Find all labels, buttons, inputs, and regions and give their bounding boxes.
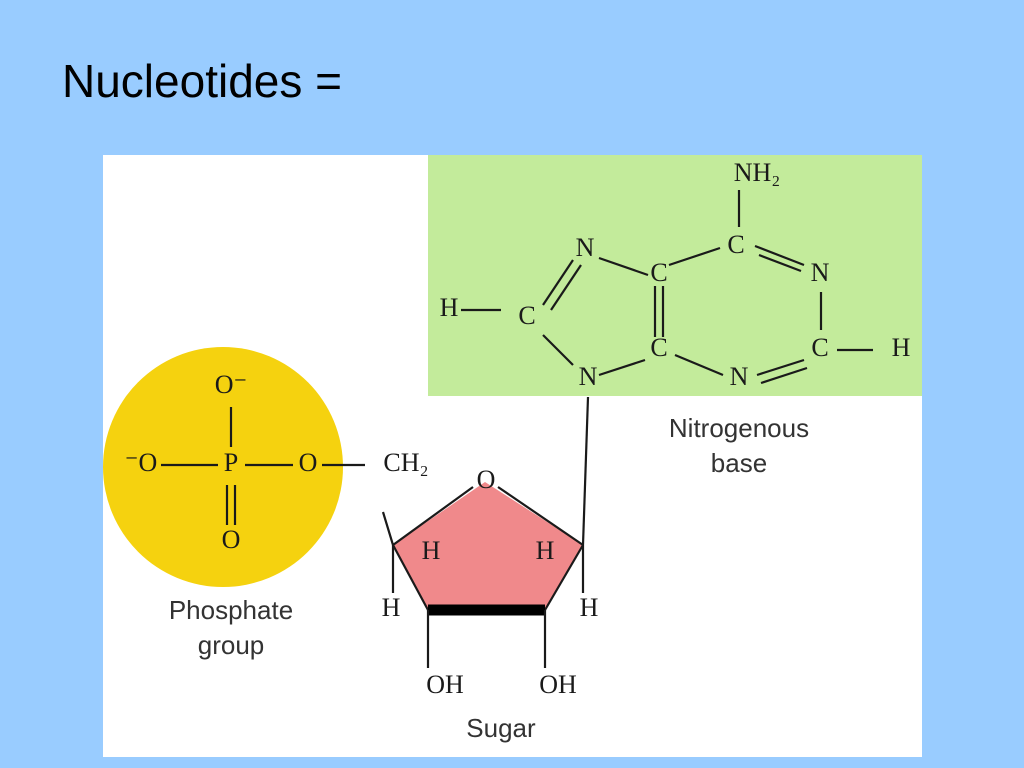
sugar-bonds <box>381 396 590 668</box>
base-c5: C <box>650 258 667 287</box>
phosphate-o-right: O <box>299 448 318 477</box>
phosphate-label-line1: Phosphate <box>169 595 293 625</box>
base-bonds <box>461 190 873 385</box>
base-c2: C <box>811 333 828 362</box>
base-c4: C <box>650 333 667 362</box>
sugar-oh-right: OH <box>539 670 577 699</box>
base-c8: C <box>518 301 535 330</box>
phosphate-o-bottom: O <box>222 525 241 554</box>
phosphate-label-line2: group <box>198 630 265 660</box>
phosphate-highlight <box>103 347 343 587</box>
base-h2: H <box>892 333 911 362</box>
base-h8: H <box>440 293 459 322</box>
phosphate-o-left: ⁻O <box>125 448 158 477</box>
sugar-h-left-out: H <box>382 593 401 622</box>
base-n3: N <box>730 362 749 391</box>
base-c6: C <box>727 230 744 259</box>
sugar-h-left-in: H <box>422 536 441 565</box>
phosphate-p: P <box>224 448 238 477</box>
sugar-oh-left: OH <box>426 670 464 699</box>
sugar-label: Sugar <box>466 713 536 743</box>
base-n1: N <box>811 258 830 287</box>
base-label-line1: Nitrogenous <box>669 413 809 443</box>
sugar-ring-o: O <box>477 465 496 494</box>
phosphate-o-top: O⁻ <box>215 370 248 399</box>
base-n7: N <box>576 233 595 262</box>
sugar-ring <box>393 482 583 610</box>
phosphate-bonds <box>161 407 365 525</box>
sugar-h-right-in: H <box>536 536 555 565</box>
sugar-ch2: CH₂ <box>383 448 428 477</box>
base-n9: N <box>579 362 598 391</box>
base-nh2: NH₂ <box>734 158 781 187</box>
base-label-line2: base <box>711 448 767 478</box>
slide-title: Nucleotides = <box>62 55 342 107</box>
base-highlight <box>428 155 922 396</box>
sugar-h-right-out: H <box>580 593 599 622</box>
nucleotide-diagram: O⁻ ⁻O P O O CH₂ O H H H H OH OH NH₂ C N … <box>103 155 922 757</box>
